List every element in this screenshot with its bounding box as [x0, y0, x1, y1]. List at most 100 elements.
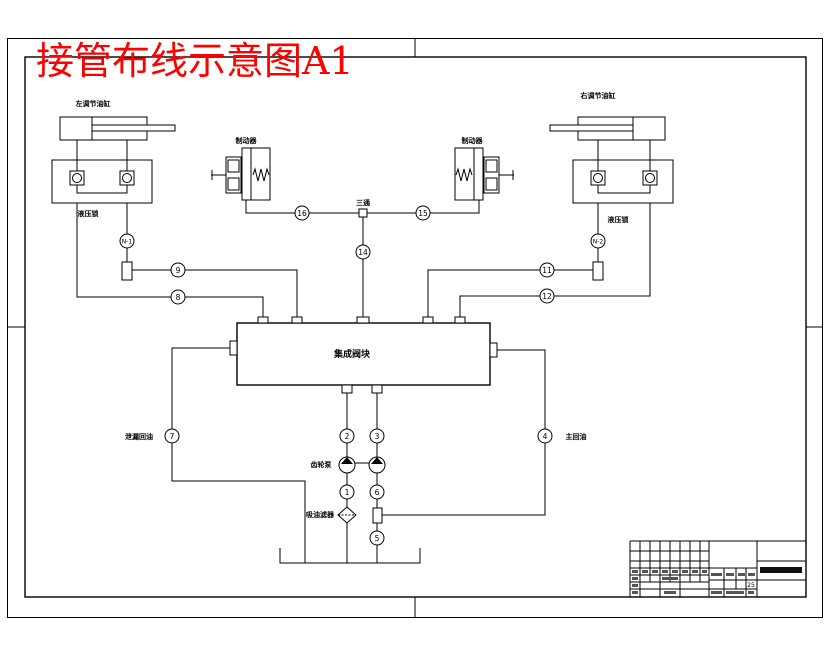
pipe-number-label: 1: [345, 488, 350, 497]
pipe-number-label: 16: [297, 209, 307, 218]
brake-housing: [483, 156, 500, 194]
pipe-number-label: 15: [418, 209, 428, 218]
pipe-number-11: 11: [539, 262, 555, 278]
pipe-line: [459, 295, 540, 317]
right-hydraulic-lock: [572, 140, 674, 204]
gear-pump-label: 齿轮泵: [311, 460, 332, 469]
drawing-title: 接管布线示意图A1: [36, 39, 354, 83]
tee-label: 三通: [356, 198, 371, 207]
manifold-label: 集成阀块: [333, 348, 371, 360]
pipe-number-6: 6: [369, 484, 385, 500]
pipe-number-label: 11: [542, 266, 552, 275]
pipe-number-16: 16: [294, 205, 310, 221]
tag-label: N-2: [593, 239, 604, 246]
pipe-number-label: 12: [542, 292, 552, 301]
suction-filter: [337, 506, 357, 524]
brake-housing: [225, 156, 242, 194]
inner-frame: [24, 56, 807, 598]
lock-port-circle: [593, 173, 603, 183]
pipe-circle: [164, 428, 180, 444]
brake-pad: [485, 177, 498, 191]
pipe-circle: [415, 205, 431, 221]
lock-block: [51, 159, 153, 204]
pipe-circle: [369, 530, 385, 546]
left-adjusting-cylinder: [59, 116, 176, 141]
pipe-line: [382, 443, 546, 516]
main-return-label: 主回油: [566, 432, 587, 441]
pipe-circle: [355, 244, 371, 260]
pipe-circle: [339, 484, 355, 500]
right-lock-label: 液压锁: [608, 215, 629, 224]
pipe-number-label: 5: [375, 534, 380, 543]
oil-tank: [279, 548, 421, 564]
brake-pad: [227, 177, 240, 191]
lock-internal-line: [597, 185, 651, 194]
pipe-number-label: 9: [176, 266, 181, 275]
lock-block: [572, 159, 674, 204]
pipe-circle: [294, 205, 310, 221]
left-brake-label: 制动器: [236, 136, 258, 145]
pipe-line: [171, 347, 230, 429]
pipe-line: [185, 269, 298, 317]
manifold-port: [489, 342, 498, 358]
manifold-port: [371, 384, 383, 394]
lock-port-circle: [645, 173, 655, 183]
left-cylinder-label: 左调节油缸: [75, 99, 111, 108]
left-lock-label: 液压锁: [78, 209, 99, 218]
cylinder-rod: [549, 124, 634, 132]
pipe-circle: [369, 428, 385, 444]
manifold-port: [257, 316, 269, 324]
pipe-number-label: 4: [543, 432, 548, 441]
suction-filter-label: 吸油滤器: [306, 510, 335, 519]
manifold-port: [291, 316, 303, 324]
pipe-number-3: 3: [369, 428, 385, 444]
brake-pad: [227, 159, 240, 173]
pipe-number-4: 4: [537, 428, 553, 444]
pipe-line: [554, 203, 651, 297]
pipe-number-label: 2: [345, 432, 350, 441]
pipe-line: [427, 269, 540, 317]
brake-body: [454, 147, 484, 201]
tag-label: N-1: [122, 239, 133, 246]
pipe-circle: [339, 428, 355, 444]
manifold-port: [229, 340, 238, 356]
pipe-line: [185, 296, 264, 317]
pipe-circle: [170, 262, 186, 278]
manifold-port: [454, 316, 466, 324]
pipe-number-1: 1: [339, 484, 355, 500]
pipe-number-15: 15: [415, 205, 431, 221]
right-cylinder-label: 右调节油缸: [580, 91, 616, 100]
pipe-number-label: 6: [375, 488, 380, 497]
pipe-circle: [539, 288, 555, 304]
right-adjusting-cylinder: [549, 116, 666, 141]
pipe-line: [76, 203, 171, 298]
left-brake: [211, 147, 271, 201]
brake-body: [241, 147, 271, 201]
manifold-port: [422, 316, 434, 324]
pipe-number-label: 14: [358, 248, 368, 257]
pipe-line: [430, 200, 480, 214]
pipe-number-label: 3: [375, 432, 380, 441]
pipe-number-12: 12: [539, 288, 555, 304]
pipe-number-14: 14: [355, 244, 371, 260]
right-brake-label: 制动器: [462, 136, 484, 145]
right-brake: [454, 147, 514, 201]
lock-internal-line: [76, 185, 128, 194]
pipe-number-8: 8: [170, 289, 186, 305]
leak-return-label: 泄漏回油: [125, 432, 153, 441]
pipe-circle: [369, 484, 385, 500]
pump-triangle: [341, 457, 353, 464]
pipe-number-2: 2: [339, 428, 355, 444]
pump-triangle: [371, 457, 383, 464]
valve-tag-left: N-1: [119, 233, 135, 249]
cylinder-rod: [91, 124, 176, 132]
pipe-number-7: 7: [164, 428, 180, 444]
title-block-value: 25: [747, 582, 755, 589]
manifold-port: [341, 384, 353, 394]
tag-circle: [590, 233, 606, 249]
integrated-valve-block: [229, 316, 498, 394]
brake-spring: [455, 167, 473, 182]
pipe-line: [171, 443, 306, 563]
valve-tag-right: N-2: [590, 233, 606, 249]
